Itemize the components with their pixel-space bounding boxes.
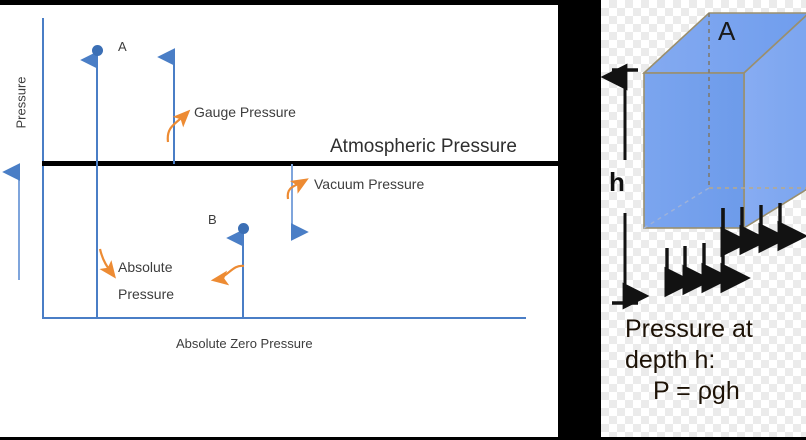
x-axis-baseline	[42, 317, 526, 319]
top-border-rule	[0, 0, 558, 5]
left-panel-arrows	[2, 48, 309, 318]
pressure-scale-diagram: Pressure	[0, 0, 558, 440]
gauge-pressure-label: Gauge Pressure	[194, 104, 296, 120]
vacuum-callout-leader	[286, 178, 309, 200]
point-a-label: A	[118, 39, 127, 54]
caption-line-2: depth h:	[625, 346, 716, 374]
fluid-column-diagram: A h Pressure at depth h: P = ρgh	[601, 0, 806, 437]
bottom-border-rule	[0, 437, 558, 440]
absolute-callout-leader-left	[98, 248, 116, 279]
caption-line-1: Pressure at	[625, 315, 753, 343]
box-front-face	[643, 72, 745, 229]
absolute-callout-leader-right	[210, 264, 245, 286]
atmospheric-pressure-label: Atmospheric Pressure	[330, 136, 517, 157]
point-a-marker	[92, 45, 103, 56]
absolute-pressure-label: Absolute Pressure	[118, 259, 175, 302]
pressure-formula-caption: Pressure at depth h: P = ρgh	[601, 314, 806, 407]
box-area-label: A	[718, 16, 736, 46]
point-b-marker	[238, 223, 249, 234]
fluid-box-graphic	[601, 12, 806, 310]
y-axis	[42, 18, 44, 319]
depth-label: h	[609, 167, 625, 197]
absolute-zero-pressure-label: Absolute Zero Pressure	[176, 336, 313, 351]
caption-line-3: P = ρgh	[653, 377, 740, 405]
point-b-label: B	[208, 212, 217, 227]
gauge-callout-leader	[166, 109, 191, 143]
atmospheric-pressure-line	[42, 161, 558, 166]
vacuum-pressure-label: Vacuum Pressure	[314, 176, 425, 192]
